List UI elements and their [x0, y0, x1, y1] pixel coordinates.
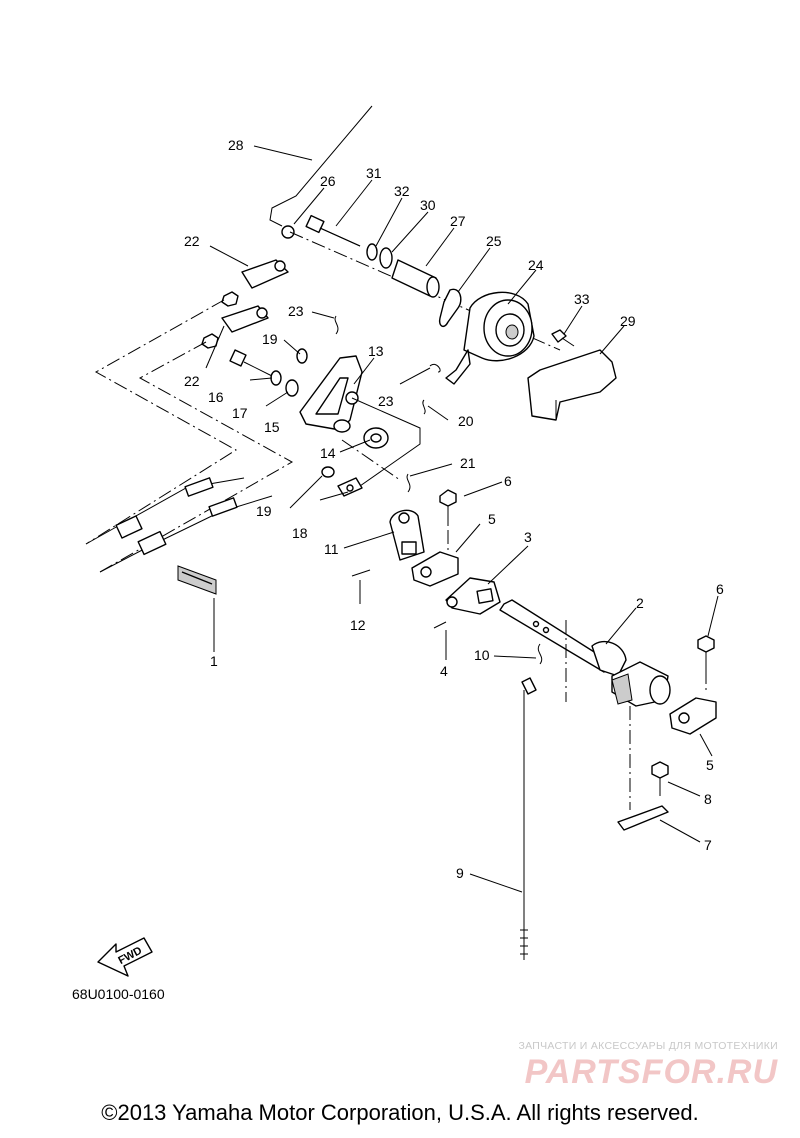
callout-14: 14 [320, 445, 336, 461]
callout-19b: 19 [256, 503, 272, 519]
part-15-washer [285, 379, 299, 397]
part-28-rod [269, 105, 373, 227]
callout-5a: 5 [488, 511, 496, 527]
part-22-upper-joint [241, 259, 289, 289]
part-4-pin [433, 621, 447, 629]
part-2-shift-shaft [499, 599, 671, 707]
callout-33: 33 [574, 291, 590, 307]
callout-13: 13 [368, 343, 384, 359]
callout-6a: 6 [504, 473, 512, 489]
callout-23b: 23 [378, 393, 394, 409]
callout-9: 9 [456, 865, 464, 881]
part-30-washer [379, 247, 393, 269]
part-26-clip [281, 225, 295, 239]
part-9-rod [520, 677, 537, 960]
part-19-lower-washer [321, 466, 335, 478]
callout-26: 26 [320, 173, 336, 189]
callout-23a: 23 [288, 303, 304, 319]
part-32-washer [366, 243, 378, 261]
part-5-upper-clamp [411, 506, 459, 587]
callout-22a: 22 [184, 233, 200, 249]
callout-28: 28 [228, 137, 244, 153]
part-7-plate [617, 805, 669, 831]
fwd-arrow: FWD [97, 937, 153, 977]
part-22-lower-joint [221, 305, 269, 333]
callout-10: 10 [474, 647, 490, 663]
callout-19a: 19 [262, 331, 278, 347]
part-1-label-plate [177, 565, 217, 595]
part-1-cables [85, 477, 273, 573]
callout-4: 4 [440, 663, 448, 679]
part-24-cam [445, 291, 535, 385]
part-33-bolt [551, 329, 575, 347]
callout-25: 25 [486, 233, 502, 249]
part-11-lever [389, 509, 425, 561]
callout-1: 1 [210, 653, 218, 669]
callout-24: 24 [528, 257, 544, 273]
part-27-collar [391, 259, 440, 298]
callout-7: 7 [704, 837, 712, 853]
callout-17: 17 [232, 405, 248, 421]
watermark: ЗАПЧАСТИ И АКСЕССУАРЫ ДЛЯ МОТОТЕХНИКИ PA… [486, 1040, 778, 1092]
copyright-notice: ©2013 Yamaha Motor Corporation, U.S.A. A… [101, 1100, 699, 1125]
callout-11: 11 [324, 541, 339, 557]
part-10-clip [537, 643, 543, 665]
callout-27: 27 [450, 213, 466, 229]
part-21-clip [406, 473, 411, 493]
watermark-tagline: ЗАПЧАСТИ И АКСЕССУАРЫ ДЛЯ МОТОТЕХНИКИ [518, 1040, 778, 1052]
callout-3: 3 [524, 529, 532, 545]
part-18-joint [337, 477, 363, 497]
callouts: 1 2 3 4 5 5 6 6 7 8 9 10 11 12 13 14 15 … [184, 137, 724, 881]
catalog-code: 68U0100-0160 [72, 986, 165, 1002]
callout-20: 20 [458, 413, 474, 429]
callout-21: 21 [460, 455, 476, 471]
callout-18: 18 [292, 525, 308, 541]
part-drawings [85, 105, 717, 960]
part-8-bolt [651, 761, 669, 796]
callout-32: 32 [394, 183, 410, 199]
callout-12: 12 [350, 617, 366, 633]
leader-lines [205, 145, 719, 893]
part-6-lower-bolt [697, 635, 715, 670]
callout-8: 8 [704, 791, 712, 807]
callout-16: 16 [208, 389, 224, 405]
callout-2: 2 [636, 595, 644, 611]
callout-29: 29 [620, 313, 636, 329]
callout-5b: 5 [706, 757, 714, 773]
part-17-washer [270, 370, 282, 386]
part-13-lever-bracket [299, 355, 363, 433]
callout-30: 30 [420, 197, 436, 213]
callout-6b: 6 [716, 581, 724, 597]
part-29-bracket [527, 349, 617, 421]
part-19-upper-washer [296, 348, 308, 364]
part-23-lower-clip [429, 363, 441, 373]
part-16-bolt [229, 349, 273, 377]
callout-31: 31 [366, 165, 382, 181]
callout-22b: 22 [184, 373, 200, 389]
watermark-logo: PARTSFOR.RU [524, 1053, 778, 1091]
callout-15: 15 [264, 419, 280, 435]
part-5-lower-clamp [669, 697, 717, 735]
part-25-lever [438, 288, 462, 328]
part-31-bolt [305, 214, 361, 247]
part-20-clip [422, 399, 426, 415]
part-23-upper-clip [334, 315, 339, 335]
part-12-pin [351, 569, 371, 577]
part-3-shift-bracket [445, 577, 501, 615]
part-14-bushing [363, 427, 389, 449]
